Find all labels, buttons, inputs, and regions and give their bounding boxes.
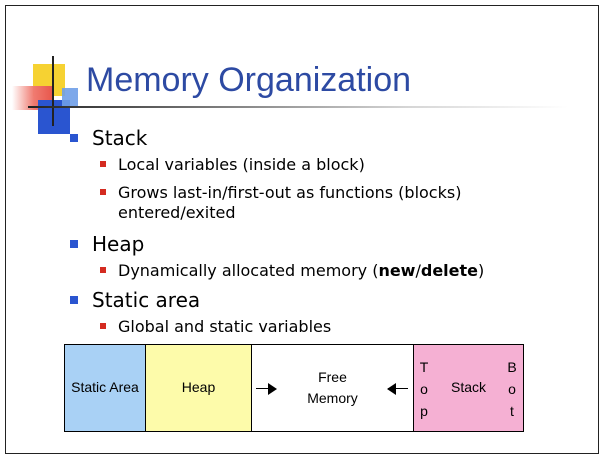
sub-bullet-label: entered/exited [118, 203, 236, 222]
sub-bullet-grows: Grows last-in/first-out as functions (bl… [100, 183, 462, 202]
segment-label: Heap [181, 379, 216, 395]
bot-marker: B o t [506, 356, 518, 422]
slide-title: Memory Organization [86, 61, 412, 99]
sub-bullet-label: Grows last-in/first-out as functions (bl… [118, 183, 462, 202]
bullet-marker [100, 323, 106, 329]
slash: / [415, 261, 421, 280]
keyword-delete: delete [420, 261, 478, 280]
bullet-marker [70, 134, 78, 142]
bullet-marker [100, 189, 106, 195]
sub-bullet-local-vars: Local variables (inside a block) [100, 155, 365, 174]
sub-bullet-global: Global and static variables [100, 317, 332, 336]
sub-bullet-grows-continued: entered/exited [118, 203, 235, 222]
bullet-stack: Stack [70, 126, 148, 150]
arrow-right-icon [256, 388, 274, 389]
decor-vertical-line [52, 56, 54, 126]
bullet-static-area: Static area [70, 288, 201, 312]
keyword-new: new [378, 261, 416, 280]
bullet-heap: Heap [70, 232, 145, 256]
bullet-marker [100, 161, 106, 167]
bullet-marker [100, 267, 106, 273]
top-marker: T o p [418, 356, 430, 422]
bot-letter: t [510, 403, 514, 419]
close-paren: ) [478, 261, 485, 280]
top-letter: T [419, 359, 429, 375]
sub-bullet-label: Local variables (inside a block) [118, 155, 365, 174]
arrow-left-head-icon [387, 383, 396, 395]
segment-label-line2: Memory [307, 390, 358, 406]
sub-bullet-text: Dynamically allocated memory ( [118, 261, 379, 280]
arrow-left-icon [388, 388, 408, 389]
decor-lightblue-square [62, 88, 78, 108]
bullet-label: Stack [92, 126, 148, 150]
segment-label: Stack [450, 379, 486, 395]
bot-letter: o [508, 381, 516, 397]
segment-label-line1: Free [318, 369, 347, 385]
bullet-marker [70, 240, 78, 248]
segment-static-area: Static Area [64, 344, 146, 432]
sub-bullet-label: Global and static variables [118, 317, 332, 336]
title-underline [28, 106, 568, 108]
top-letter: o [420, 381, 428, 397]
sub-bullet-dynamic: Dynamically allocated memory (new/delete… [100, 261, 485, 280]
bullet-marker [70, 296, 78, 304]
segment-free-memory: Free Memory [251, 344, 414, 432]
segment-label: Static Area [71, 379, 139, 395]
segment-stack: Stack [413, 344, 524, 432]
bot-letter: B [507, 359, 517, 375]
bullet-label: Static area [92, 288, 201, 312]
top-letter: p [420, 403, 428, 419]
segment-heap: Heap [145, 344, 252, 432]
arrow-right-head-icon [268, 383, 277, 395]
bullet-label: Heap [92, 232, 145, 256]
